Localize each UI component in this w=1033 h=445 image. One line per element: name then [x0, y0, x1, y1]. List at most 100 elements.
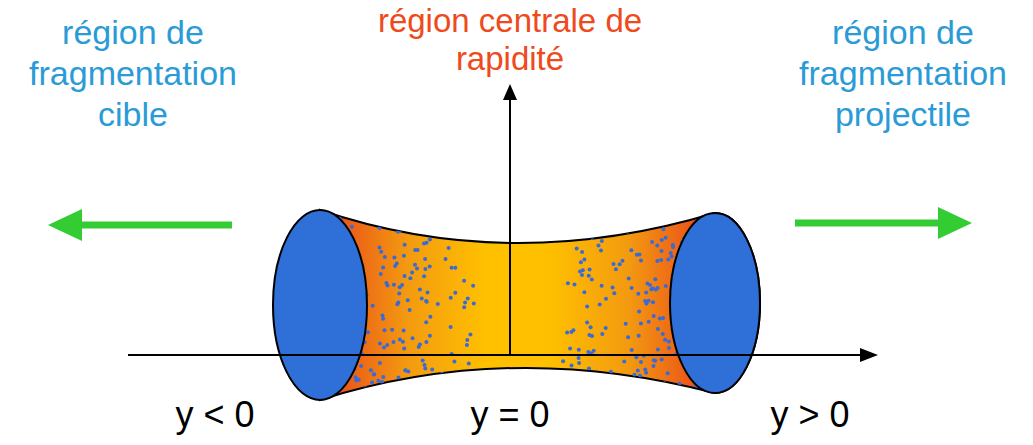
particle-dot	[402, 389, 406, 393]
particle-dot	[590, 236, 594, 240]
particle-dot	[583, 386, 587, 390]
particle-dot	[450, 266, 454, 270]
particle-dot	[624, 322, 628, 326]
particle-dot	[343, 398, 347, 402]
particle-dot	[638, 374, 642, 378]
particle-dot	[381, 266, 385, 270]
particle-dot	[635, 215, 639, 219]
particle-dot	[647, 320, 651, 324]
particle-dot	[423, 366, 427, 370]
particle-dot	[345, 205, 349, 209]
particle-dot	[577, 348, 581, 352]
particle-dot	[582, 257, 586, 261]
particle-dot	[411, 336, 415, 340]
particle-dot	[386, 283, 390, 287]
particle-dot	[566, 281, 570, 285]
particle-dot	[592, 349, 596, 353]
particle-dot	[447, 219, 451, 223]
particle-dot	[621, 216, 625, 220]
particle-dot	[661, 396, 665, 400]
particle-dot	[378, 342, 382, 346]
particle-dot	[385, 343, 389, 347]
particle-dot	[346, 400, 350, 404]
particle-dot	[408, 308, 412, 312]
particle-dot	[663, 338, 667, 342]
particle-dot	[658, 208, 662, 212]
particle-dot	[396, 382, 400, 386]
particle-dot	[364, 386, 368, 390]
axis-arrow-head	[503, 84, 517, 100]
particle-dot	[370, 380, 374, 384]
particle-dot	[568, 347, 572, 351]
particle-dot	[577, 361, 581, 365]
particle-dot	[651, 300, 655, 304]
particle-dot	[639, 322, 643, 326]
particle-dot	[604, 326, 608, 330]
particle-dot	[466, 297, 470, 301]
particle-dot	[463, 300, 467, 304]
particle-dot	[394, 219, 398, 223]
particle-dot	[622, 380, 626, 384]
direction-arrow	[795, 220, 944, 227]
particle-dot	[380, 380, 384, 384]
particle-dot	[467, 362, 471, 366]
particle-dot	[622, 360, 626, 364]
particle-dot	[346, 395, 350, 399]
particle-dot	[650, 240, 654, 244]
particle-dot	[664, 210, 668, 214]
particle-dot	[397, 376, 401, 380]
particle-dot	[425, 300, 429, 304]
particle-dot	[407, 214, 411, 218]
particle-dot	[580, 214, 584, 218]
particle-dot	[670, 254, 674, 258]
particle-dot	[379, 272, 383, 276]
particle-dot	[653, 277, 657, 281]
particle-dot	[652, 364, 656, 368]
particle-dot	[424, 340, 428, 344]
particle-dot	[585, 321, 589, 325]
target-nucleus	[273, 210, 367, 400]
particle-dot	[354, 392, 358, 396]
particle-dot	[630, 348, 634, 352]
particle-dot	[418, 342, 422, 346]
particle-dot	[568, 395, 572, 399]
particle-dot	[423, 257, 427, 261]
particle-dot	[410, 223, 414, 227]
particle-dot	[423, 267, 427, 271]
particle-dot	[622, 207, 626, 211]
particle-dot	[599, 248, 603, 252]
particle-dot	[451, 396, 455, 400]
particle-dot	[433, 207, 437, 211]
particle-dot	[415, 267, 419, 271]
particle-dot	[428, 238, 432, 242]
particle-dot	[426, 290, 430, 294]
particle-dot	[380, 398, 384, 402]
particle-dot	[637, 310, 641, 314]
particle-dot	[587, 225, 591, 229]
particle-dot	[382, 346, 386, 350]
direction-arrow	[76, 222, 232, 229]
particle-dot	[452, 360, 456, 364]
particle-dot	[634, 207, 638, 211]
particle-dot	[672, 218, 676, 222]
particle-dot	[396, 389, 400, 393]
particle-dot	[604, 297, 608, 301]
particle-dot	[403, 274, 407, 278]
particle-dot	[577, 356, 581, 360]
particle-dot	[587, 366, 591, 370]
particle-dot	[636, 369, 640, 373]
particle-dot	[580, 250, 584, 254]
particle-dot	[383, 208, 387, 212]
particle-dot	[655, 259, 659, 263]
particle-dot	[381, 221, 385, 225]
particle-dot	[627, 277, 631, 281]
particle-dot	[563, 396, 567, 400]
particle-dot	[370, 390, 374, 394]
particle-dot	[588, 403, 592, 407]
particle-dot	[611, 286, 615, 290]
particle-dot	[393, 387, 397, 391]
particle-dot	[636, 292, 640, 296]
particle-dot	[390, 328, 394, 332]
particle-dot	[582, 290, 586, 294]
particle-dot	[655, 244, 659, 248]
